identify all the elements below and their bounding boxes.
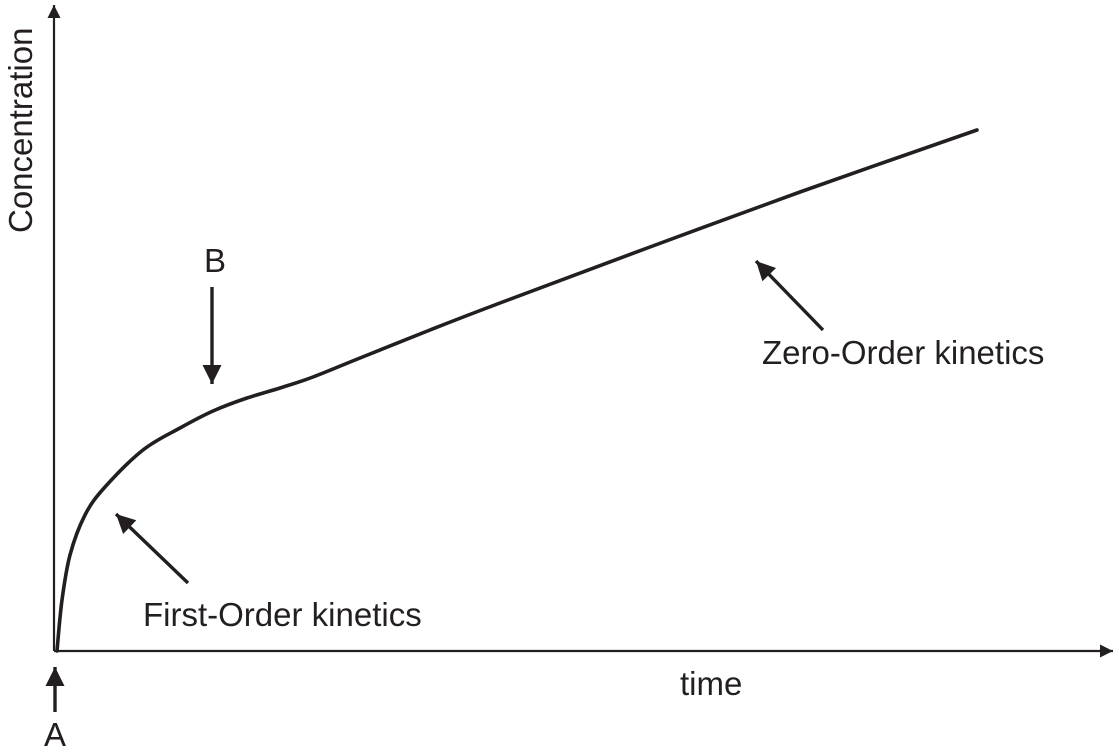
x-axis-label: time (680, 665, 742, 702)
zero-order-arrow (754, 259, 825, 332)
concentration-curve (55, 128, 979, 653)
annotation-a: A (44, 667, 66, 753)
a-label: A (44, 716, 66, 753)
first-order-arrow (114, 512, 190, 585)
y-axis-label: Concentration (2, 28, 39, 233)
annotation-zero-order: Zero-Order kinetics (754, 259, 1044, 371)
zero-order-label: Zero-Order kinetics (762, 334, 1044, 371)
first-order-label: First-Order kinetics (143, 596, 422, 633)
annotation-first-order: First-Order kinetics (114, 512, 422, 633)
annotation-b: B (202, 242, 226, 384)
b-label: B (204, 242, 226, 279)
